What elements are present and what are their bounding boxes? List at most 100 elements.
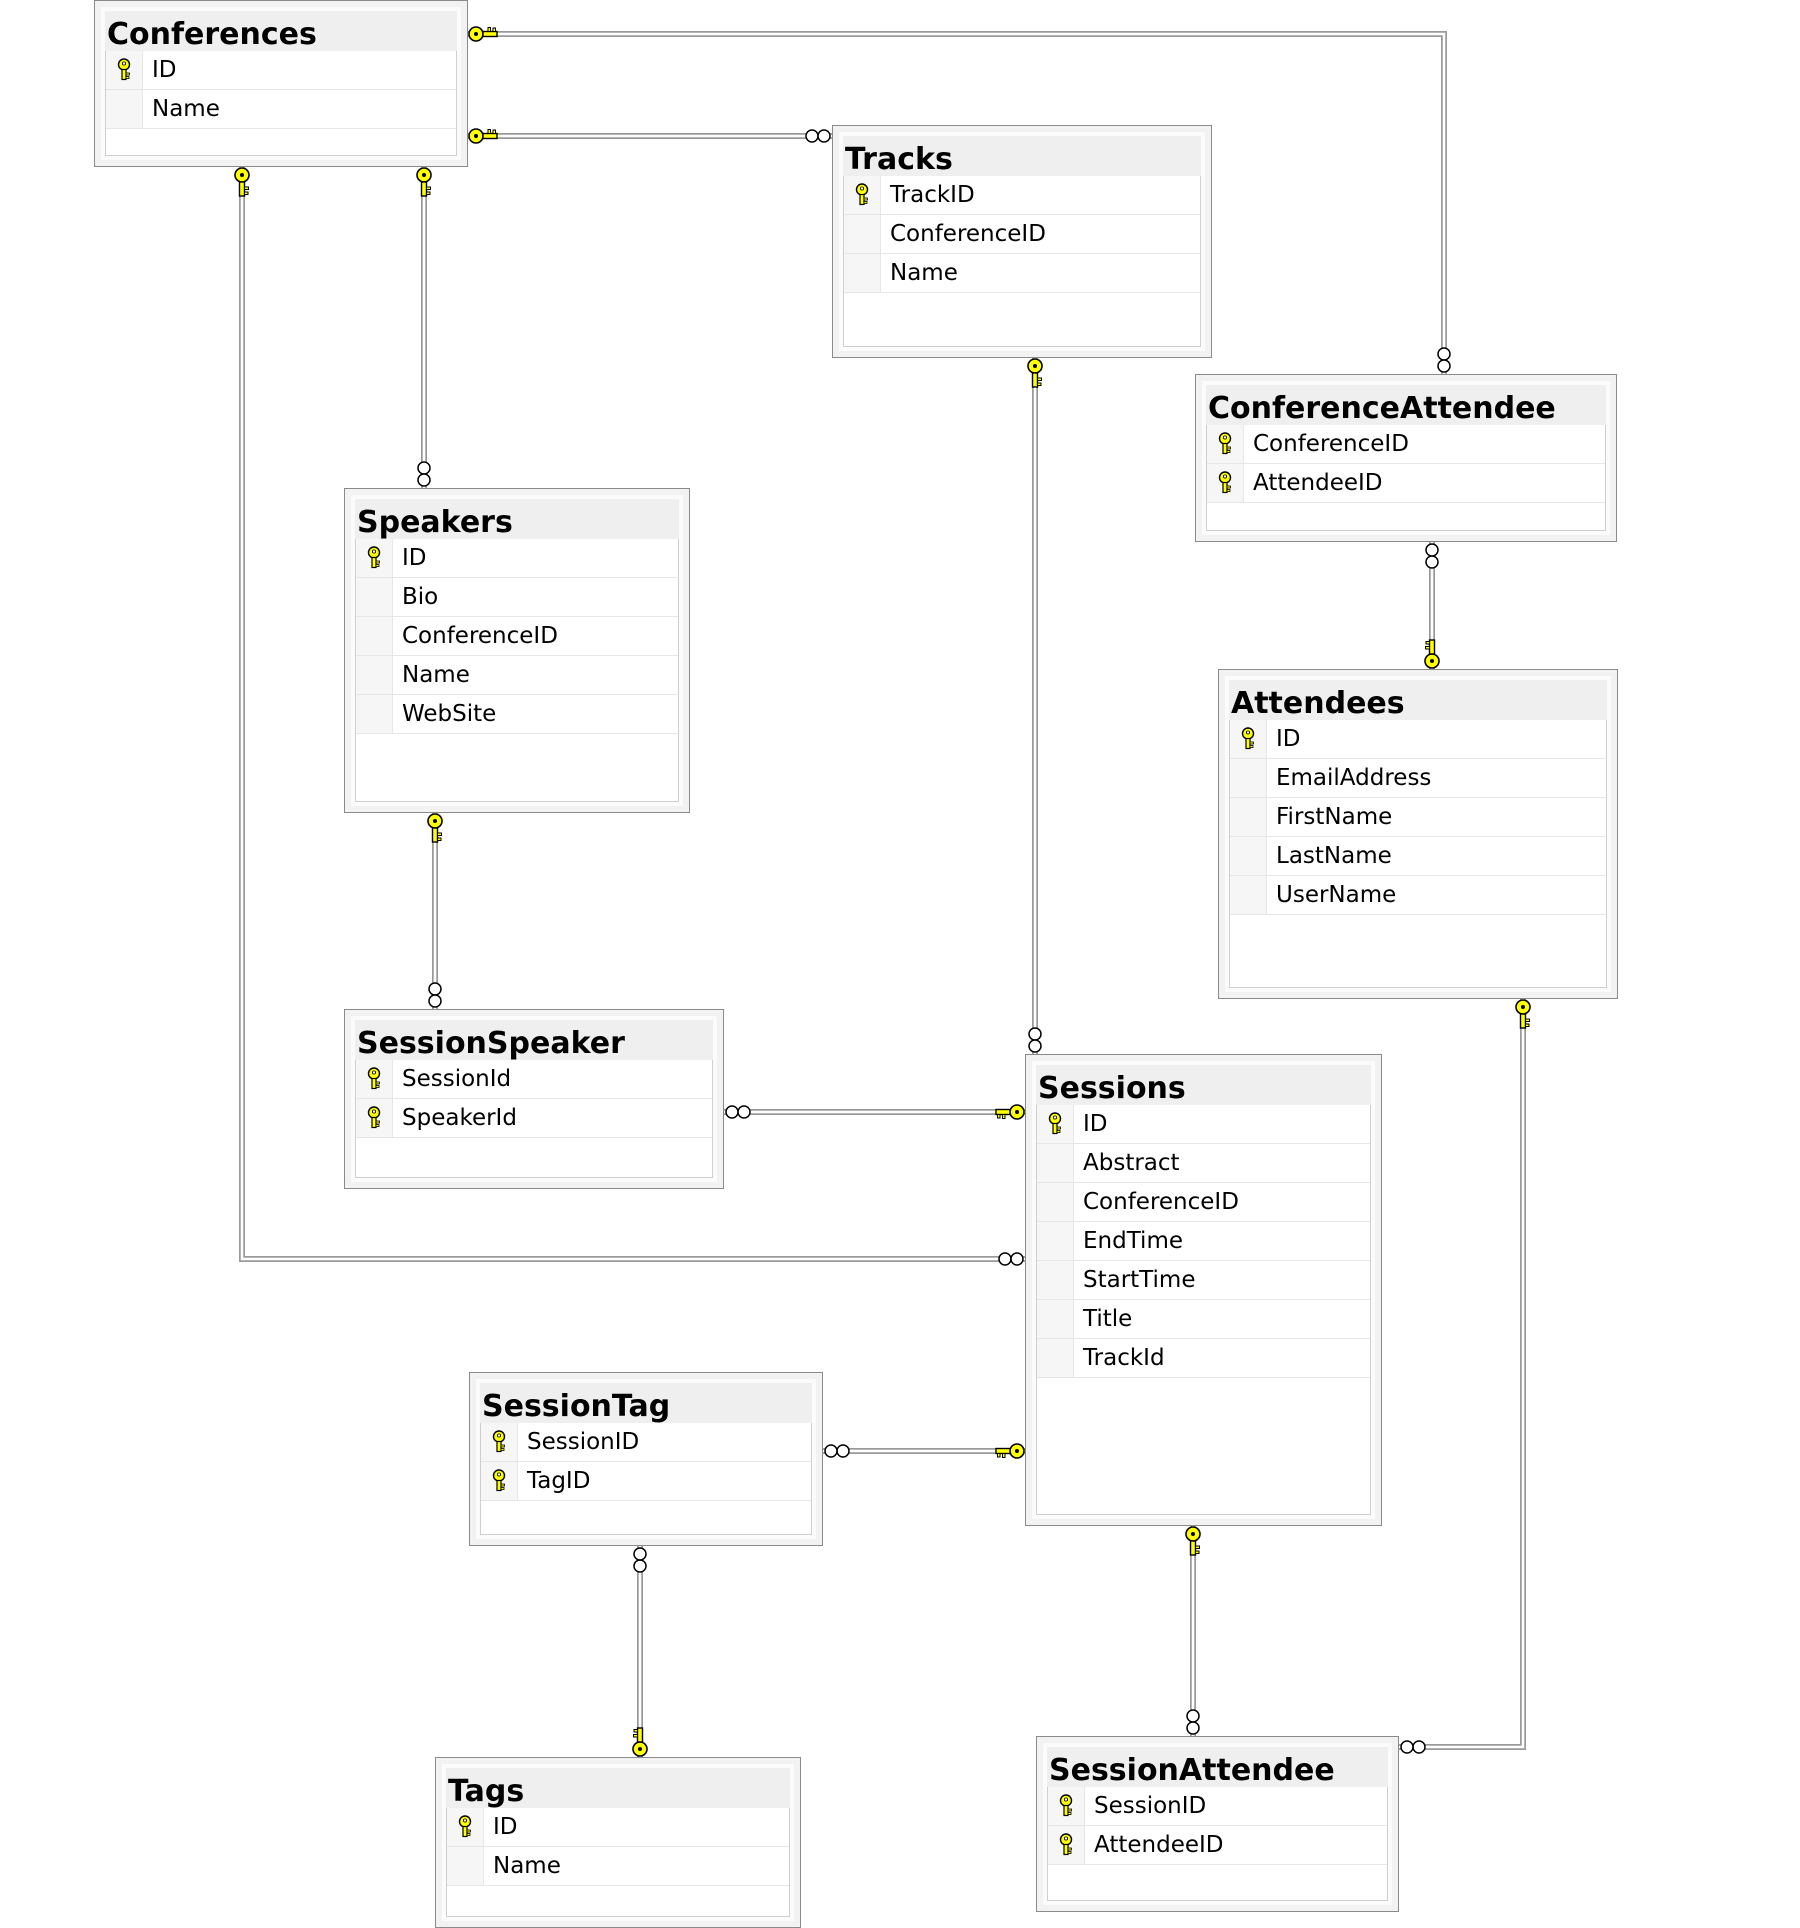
one-end-key-icon — [1185, 1526, 1201, 1556]
column-row[interactable]: ID — [447, 1808, 789, 1847]
one-end-key-icon — [468, 26, 498, 42]
many-end-infinity-icon — [1400, 1740, 1426, 1754]
column-name: ID — [152, 57, 177, 83]
table-title: Sessions — [1036, 1065, 1371, 1106]
column-name: TrackId — [1083, 1345, 1165, 1371]
column-row[interactable]: TrackID — [844, 176, 1200, 215]
column-name: ID — [402, 545, 427, 571]
relationship-conferences-to-sessions[interactable] — [239, 167, 1025, 1262]
primary-key-icon — [492, 1430, 506, 1453]
row-selector — [1230, 837, 1267, 875]
column-row[interactable]: SessionID — [481, 1423, 811, 1462]
row-selector — [844, 176, 881, 214]
one-end-key-icon — [468, 128, 498, 144]
column-row[interactable]: UserName — [1230, 876, 1606, 915]
row-selector — [1037, 1300, 1074, 1338]
row-selector — [356, 578, 393, 616]
column-row[interactable]: Title — [1037, 1300, 1370, 1339]
column-row[interactable]: SessionID — [1048, 1787, 1387, 1826]
relationship-attendees-to-session-attendee[interactable] — [1399, 999, 1526, 1750]
column-row[interactable]: SpeakerId — [356, 1099, 712, 1138]
column-row[interactable]: SessionId — [356, 1060, 712, 1099]
primary-key-icon — [1218, 432, 1232, 455]
many-end-infinity-icon — [998, 1252, 1024, 1266]
row-selector — [447, 1847, 484, 1885]
primary-key-icon — [1059, 1833, 1073, 1856]
column-row[interactable]: ID — [106, 51, 456, 90]
table-title: SessionAttendee — [1047, 1747, 1388, 1788]
column-row[interactable]: Name — [106, 90, 456, 129]
column-row[interactable]: Abstract — [1037, 1144, 1370, 1183]
column-row[interactable]: WebSite — [356, 695, 678, 734]
table-title: Tracks — [843, 136, 1201, 177]
row-selector — [1037, 1261, 1074, 1299]
many-end-infinity-icon — [824, 1444, 850, 1458]
column-row[interactable]: AttendeeID — [1207, 464, 1605, 503]
primary-key-icon — [855, 183, 869, 206]
many-end-infinity-icon — [417, 461, 431, 487]
column-row[interactable]: ConferenceID — [844, 215, 1200, 254]
column-row[interactable]: ID — [1037, 1105, 1370, 1144]
column-row[interactable]: ConferenceID — [1207, 425, 1605, 464]
one-end-key-icon — [427, 813, 443, 843]
column-name: TrackID — [890, 182, 975, 208]
column-name: FirstName — [1276, 804, 1393, 830]
column-row[interactable]: StartTime — [1037, 1261, 1370, 1300]
table-title: ConferenceAttendee — [1206, 385, 1606, 426]
column-row[interactable]: EndTime — [1037, 1222, 1370, 1261]
row-selector — [1207, 425, 1244, 463]
column-name: Name — [152, 96, 220, 122]
column-row[interactable]: FirstName — [1230, 798, 1606, 837]
column-name: EmailAddress — [1276, 765, 1432, 791]
one-end-key-icon — [995, 1104, 1025, 1120]
column-name: AttendeeID — [1094, 1832, 1224, 1858]
column-row[interactable]: TrackId — [1037, 1339, 1370, 1378]
column-row[interactable]: ConferenceID — [1037, 1183, 1370, 1222]
row-selector — [1230, 720, 1267, 758]
relationship-conferences-to-conference-attendee[interactable] — [468, 31, 1447, 374]
column-name: AttendeeID — [1253, 470, 1383, 496]
primary-key-icon — [1059, 1794, 1073, 1817]
column-list: SessionID AttendeeID — [1047, 1787, 1388, 1901]
column-row[interactable]: ID — [356, 539, 678, 578]
column-row[interactable]: Name — [447, 1847, 789, 1886]
many-end-infinity-icon — [1028, 1027, 1042, 1053]
column-row[interactable]: Name — [844, 254, 1200, 293]
column-row[interactable]: LastName — [1230, 837, 1606, 876]
column-row[interactable]: Name — [356, 656, 678, 695]
column-row[interactable]: ConferenceID — [356, 617, 678, 656]
row-selector — [844, 254, 881, 292]
row-selector — [356, 539, 393, 577]
many-end-infinity-icon — [805, 129, 831, 143]
column-name: ConferenceID — [402, 623, 558, 649]
primary-key-icon — [367, 1067, 381, 1090]
column-row[interactable]: ID — [1230, 720, 1606, 759]
row-selector — [106, 90, 143, 128]
column-name: LastName — [1276, 843, 1392, 869]
column-name: SessionId — [402, 1066, 512, 1092]
column-row[interactable]: Bio — [356, 578, 678, 617]
one-end-key-icon — [1027, 358, 1043, 388]
table-title: Conferences — [105, 11, 457, 52]
one-end-key-icon — [416, 167, 432, 197]
row-selector — [1230, 798, 1267, 836]
row-selector — [481, 1462, 518, 1500]
column-row[interactable]: EmailAddress — [1230, 759, 1606, 798]
column-row[interactable]: TagID — [481, 1462, 811, 1501]
column-row[interactable]: AttendeeID — [1048, 1826, 1387, 1865]
row-selector — [1037, 1339, 1074, 1377]
